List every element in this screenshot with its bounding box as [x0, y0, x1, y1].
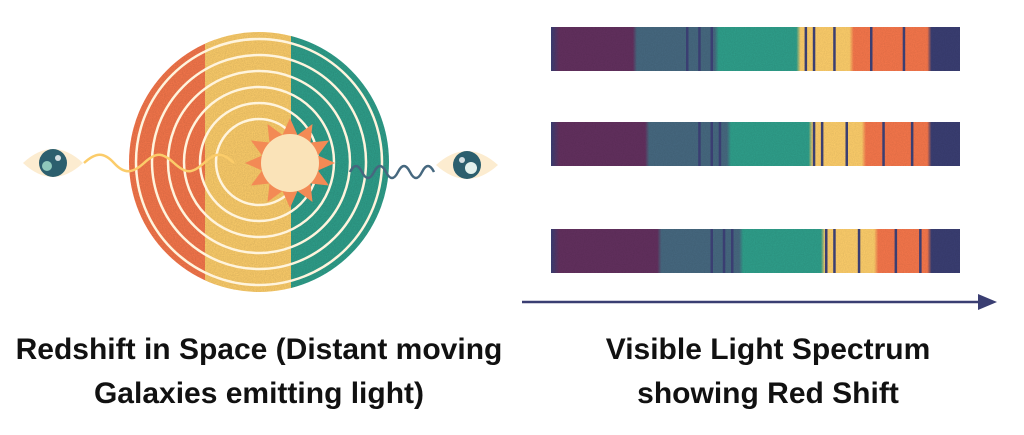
spectrum-caption: Visible Light Spectrum showing Red Shift	[536, 328, 1000, 416]
absorption-line	[812, 27, 816, 71]
spectrum-bar-shift-1	[551, 122, 960, 166]
absorption-line	[833, 27, 836, 71]
sun-icon	[245, 118, 335, 208]
absorption-line	[910, 122, 914, 166]
absorption-line	[894, 229, 898, 273]
absorption-line	[870, 27, 873, 71]
absorption-line	[804, 27, 808, 71]
absorption-line	[820, 122, 824, 166]
absorption-line	[845, 122, 848, 166]
wave-icon	[348, 164, 436, 180]
absorption-line	[731, 229, 734, 273]
absorption-line	[710, 122, 713, 166]
eye-icon	[436, 151, 498, 179]
wave-icon	[83, 153, 235, 173]
absorption-line	[882, 122, 885, 166]
caption-line: Visible Light Spectrum	[605, 333, 931, 366]
absorption-line	[710, 229, 713, 273]
caption-line: showing Red Shift	[637, 377, 899, 410]
absorption-line	[686, 27, 689, 71]
absorption-line	[833, 229, 836, 273]
absorption-line	[698, 122, 701, 166]
absorption-line	[812, 122, 816, 166]
absorption-line	[718, 122, 722, 166]
redshift-caption: Redshift in Space (Distant moving Galaxi…	[0, 328, 518, 416]
arrow-right-icon	[522, 294, 997, 310]
absorption-line	[857, 229, 861, 273]
caption-line: Galaxies emitting light)	[93, 377, 425, 410]
eye-icon	[23, 149, 83, 177]
absorption-line	[698, 27, 701, 71]
absorption-line	[902, 27, 906, 71]
absorption-line	[825, 229, 828, 273]
absorption-line	[710, 27, 713, 71]
absorption-line	[722, 229, 726, 273]
spectrum-bar-reference	[551, 27, 960, 71]
absorption-line	[919, 229, 922, 273]
spectrum-bar-shift-2	[551, 229, 960, 273]
caption-line: Redshift in Space (Distant moving	[15, 333, 503, 366]
